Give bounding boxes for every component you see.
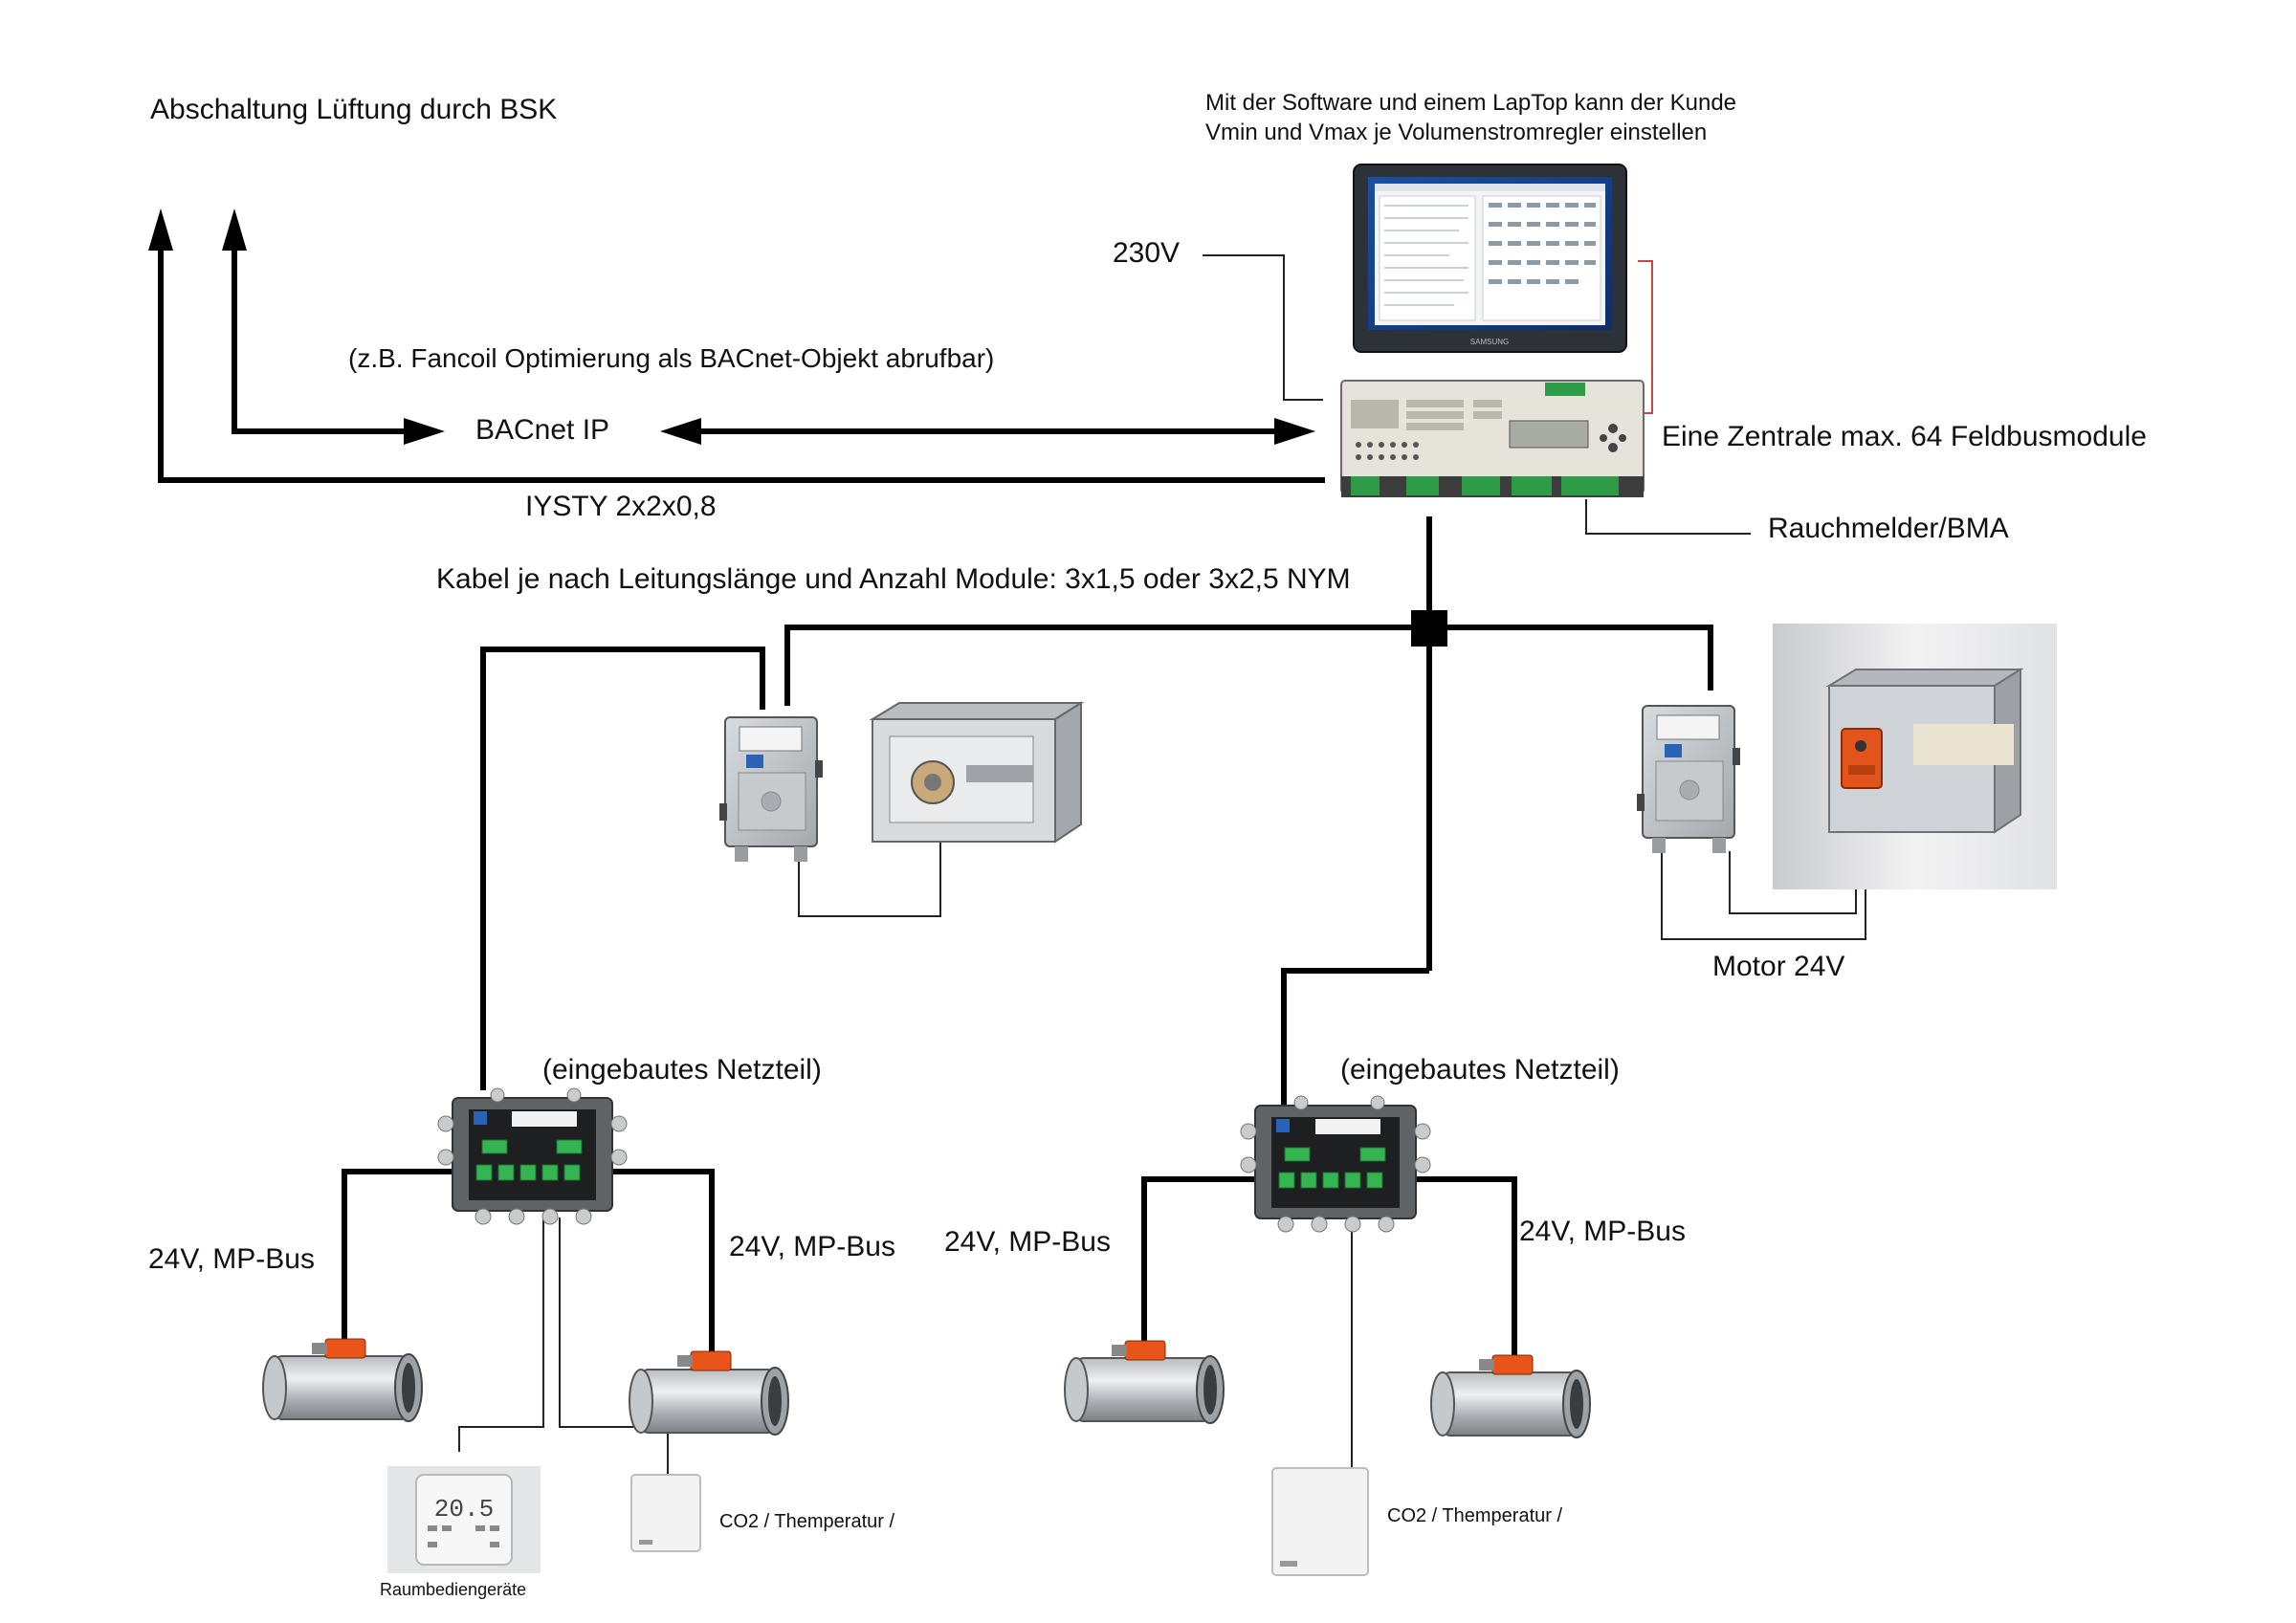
vav-regulator-2 — [629, 1350, 789, 1436]
mpbus-label-1: 24V, MP-Bus — [148, 1243, 315, 1275]
software-label-line2: Vmin und Vmax je Volumenstromregler eins… — [1205, 120, 1708, 145]
power-230v-line — [1203, 254, 1323, 401]
central-capacity-label: Eine Zentrale max. 64 Feldbusmodule — [1662, 421, 2147, 452]
bsk-shutdown-label: Abschaltung Lüftung durch BSK — [150, 94, 558, 125]
cable-spec-label: Kabel je nach Leitungslänge und Anzahl M… — [436, 563, 1351, 595]
smoke-detector-label: Rauchmelder/BMA — [1768, 513, 2009, 544]
room-control-unit: 20.5 — [387, 1466, 541, 1573]
network-lines — [158, 230, 1713, 1356]
bus-line-top — [784, 625, 1713, 706]
controller-lcd — [1509, 420, 1589, 449]
vav-regulator-3 — [1064, 1340, 1225, 1424]
co2-left-line — [559, 1217, 669, 1475]
arrow-left-icon — [660, 418, 701, 445]
arrow-up-icon — [222, 208, 247, 251]
arrowheads — [148, 208, 1315, 445]
power-230v-label: 230V — [1113, 237, 1181, 269]
room-unit-line — [458, 1217, 544, 1452]
bacnet-label: BACnet IP — [475, 414, 610, 446]
damper-left — [869, 701, 1085, 844]
central-controller — [1340, 380, 1645, 497]
fieldbus-module-left — [719, 716, 823, 862]
junction-module-left — [437, 1087, 628, 1225]
motor-label: Motor 24V — [1712, 951, 1845, 982]
mpbus-label-3: 24V, MP-Bus — [944, 1226, 1111, 1258]
bsk-line-inner — [232, 230, 407, 434]
iysty-cable-label: IYSTY 2x2x0,8 — [525, 491, 717, 522]
junction-module-right — [1240, 1095, 1431, 1233]
mpbus-label-4: 24V, MP-Bus — [1519, 1216, 1686, 1247]
laptop-device: SAMSUNG — [1353, 164, 1627, 353]
fire-damper-photo — [1773, 624, 2057, 889]
fancoil-label: (z.B. Fancoil Optimierung als BACnet-Obj… — [348, 343, 995, 373]
bus-line-right — [1281, 968, 1429, 1107]
arrow-up-icon — [148, 208, 173, 251]
junction-box — [1411, 610, 1447, 647]
mpbus-line-4 — [1416, 1176, 1517, 1356]
psu-label-left: (eingebautes Netzteil) — [542, 1054, 822, 1086]
co2-sensor-right — [1271, 1467, 1369, 1576]
smoke-detector-line — [1585, 499, 1751, 535]
software-label-line1: Mit der Software und einem LapTop kann d… — [1205, 90, 1737, 116]
room-unit-label: Raumbediengeräte — [380, 1580, 527, 1599]
vav-regulator-1 — [262, 1338, 423, 1422]
mpbus-label-2: 24V, MP-Bus — [729, 1231, 895, 1262]
mpbus-line-2 — [612, 1169, 715, 1351]
vav-regulator-4 — [1430, 1354, 1591, 1438]
arrow-right-icon — [1274, 418, 1315, 445]
mpbus-line-1 — [342, 1169, 453, 1339]
laptop-brand: SAMSUNG — [1470, 338, 1509, 346]
damper-left-line — [798, 837, 941, 917]
arrow-right-icon — [404, 418, 445, 445]
co2-label-right: CO2 / Themperatur / — [1387, 1505, 1563, 1526]
fieldbus-module-right — [1637, 705, 1740, 853]
bsk-line-outer — [158, 230, 1325, 483]
mpbus-line-3 — [1141, 1176, 1255, 1342]
thermostat-reading: 20.5 — [434, 1495, 494, 1524]
co2-sensor-left — [630, 1474, 701, 1552]
psu-label-right: (eingebautes Netzteil) — [1340, 1054, 1620, 1086]
co2-label-left: CO2 / Themperatur / — [719, 1511, 895, 1532]
laptop-link-line — [1638, 260, 1653, 414]
fire-damper-actuator — [1841, 728, 1883, 789]
thin-lines — [458, 254, 1866, 1475]
bus-line-left — [480, 647, 765, 1090]
